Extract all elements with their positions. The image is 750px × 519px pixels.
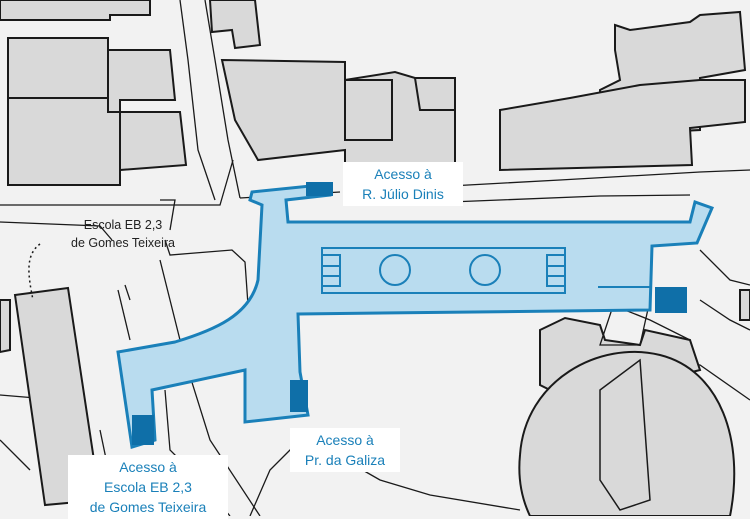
landmark-label-escola: Escola EB 2,3 de Gomes Teixeira <box>58 216 188 252</box>
access-label-line: Acesso à <box>316 432 374 448</box>
access-label-line: R. Júlio Dinis <box>362 186 444 202</box>
access-block-galiza <box>290 380 308 412</box>
school-leader-line <box>28 243 41 301</box>
platform-pillar <box>379 254 411 286</box>
access-block-julio-dinis <box>306 182 333 196</box>
buildings <box>0 0 750 507</box>
station-outline <box>116 182 715 449</box>
plaza-circle <box>518 299 736 516</box>
access-label-escola: Acesso à Escola EB 2,3 de Gomes Teixeira <box>68 455 228 519</box>
access-label-line: de Gomes Teixeira <box>89 499 207 515</box>
access-label-julio-dinis: Acesso à R. Júlio Dinis <box>343 162 463 206</box>
platform-pillar <box>469 254 501 286</box>
access-label-line: Acesso à <box>374 166 432 182</box>
access-label-line: Pr. da Galiza <box>304 452 386 468</box>
landmark-label-line: de Gomes Teixeira <box>71 236 175 250</box>
access-label-galiza: Acesso à Pr. da Galiza <box>290 428 400 472</box>
access-blocks <box>132 182 687 445</box>
access-block-east <box>655 287 687 313</box>
landmark-label-line: Escola EB 2,3 <box>83 218 163 232</box>
platform <box>321 247 652 294</box>
platform-rect <box>321 247 566 294</box>
access-label-line: Escola EB 2,3 <box>104 479 192 495</box>
access-label-line: Acesso à <box>119 459 177 475</box>
access-block-escola <box>132 415 154 445</box>
